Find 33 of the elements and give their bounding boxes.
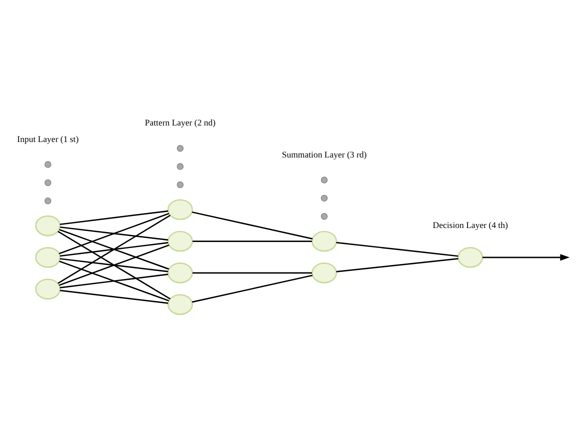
label: Decision Layer (4 th): [432, 220, 508, 230]
label: Input Layer (1 st): [17, 133, 79, 144]
connector: [192, 272, 312, 274]
connector: [192, 210, 313, 239]
node-circle: [35, 246, 61, 268]
connector: [60, 273, 168, 288]
node-circle: [167, 198, 193, 220]
connector: [59, 228, 170, 270]
node-circle: [458, 246, 484, 268]
node-circle: [311, 230, 338, 252]
connector: [192, 274, 313, 302]
label: Summation Layer (3 rd): [282, 148, 367, 159]
connector: [58, 230, 171, 299]
connector: [60, 210, 168, 225]
connector: [59, 260, 170, 301]
node-circle: [167, 294, 193, 314]
connector: [60, 242, 168, 256]
connector: [60, 226, 168, 240]
arrow: [482, 254, 570, 260]
connector: [192, 240, 312, 242]
connector: [60, 258, 168, 272]
node-circle: [167, 262, 193, 283]
connector: [60, 289, 168, 304]
connector: [58, 214, 171, 284]
connector: [336, 241, 458, 256]
node-circle: [167, 230, 193, 252]
connector: [336, 257, 458, 272]
node-circle: [311, 262, 338, 283]
label: Pattern Layer (2 nd): [144, 117, 216, 128]
connector: [58, 244, 170, 286]
node-circle: [35, 214, 61, 236]
node-circle: [35, 278, 61, 299]
connector: [58, 212, 170, 254]
